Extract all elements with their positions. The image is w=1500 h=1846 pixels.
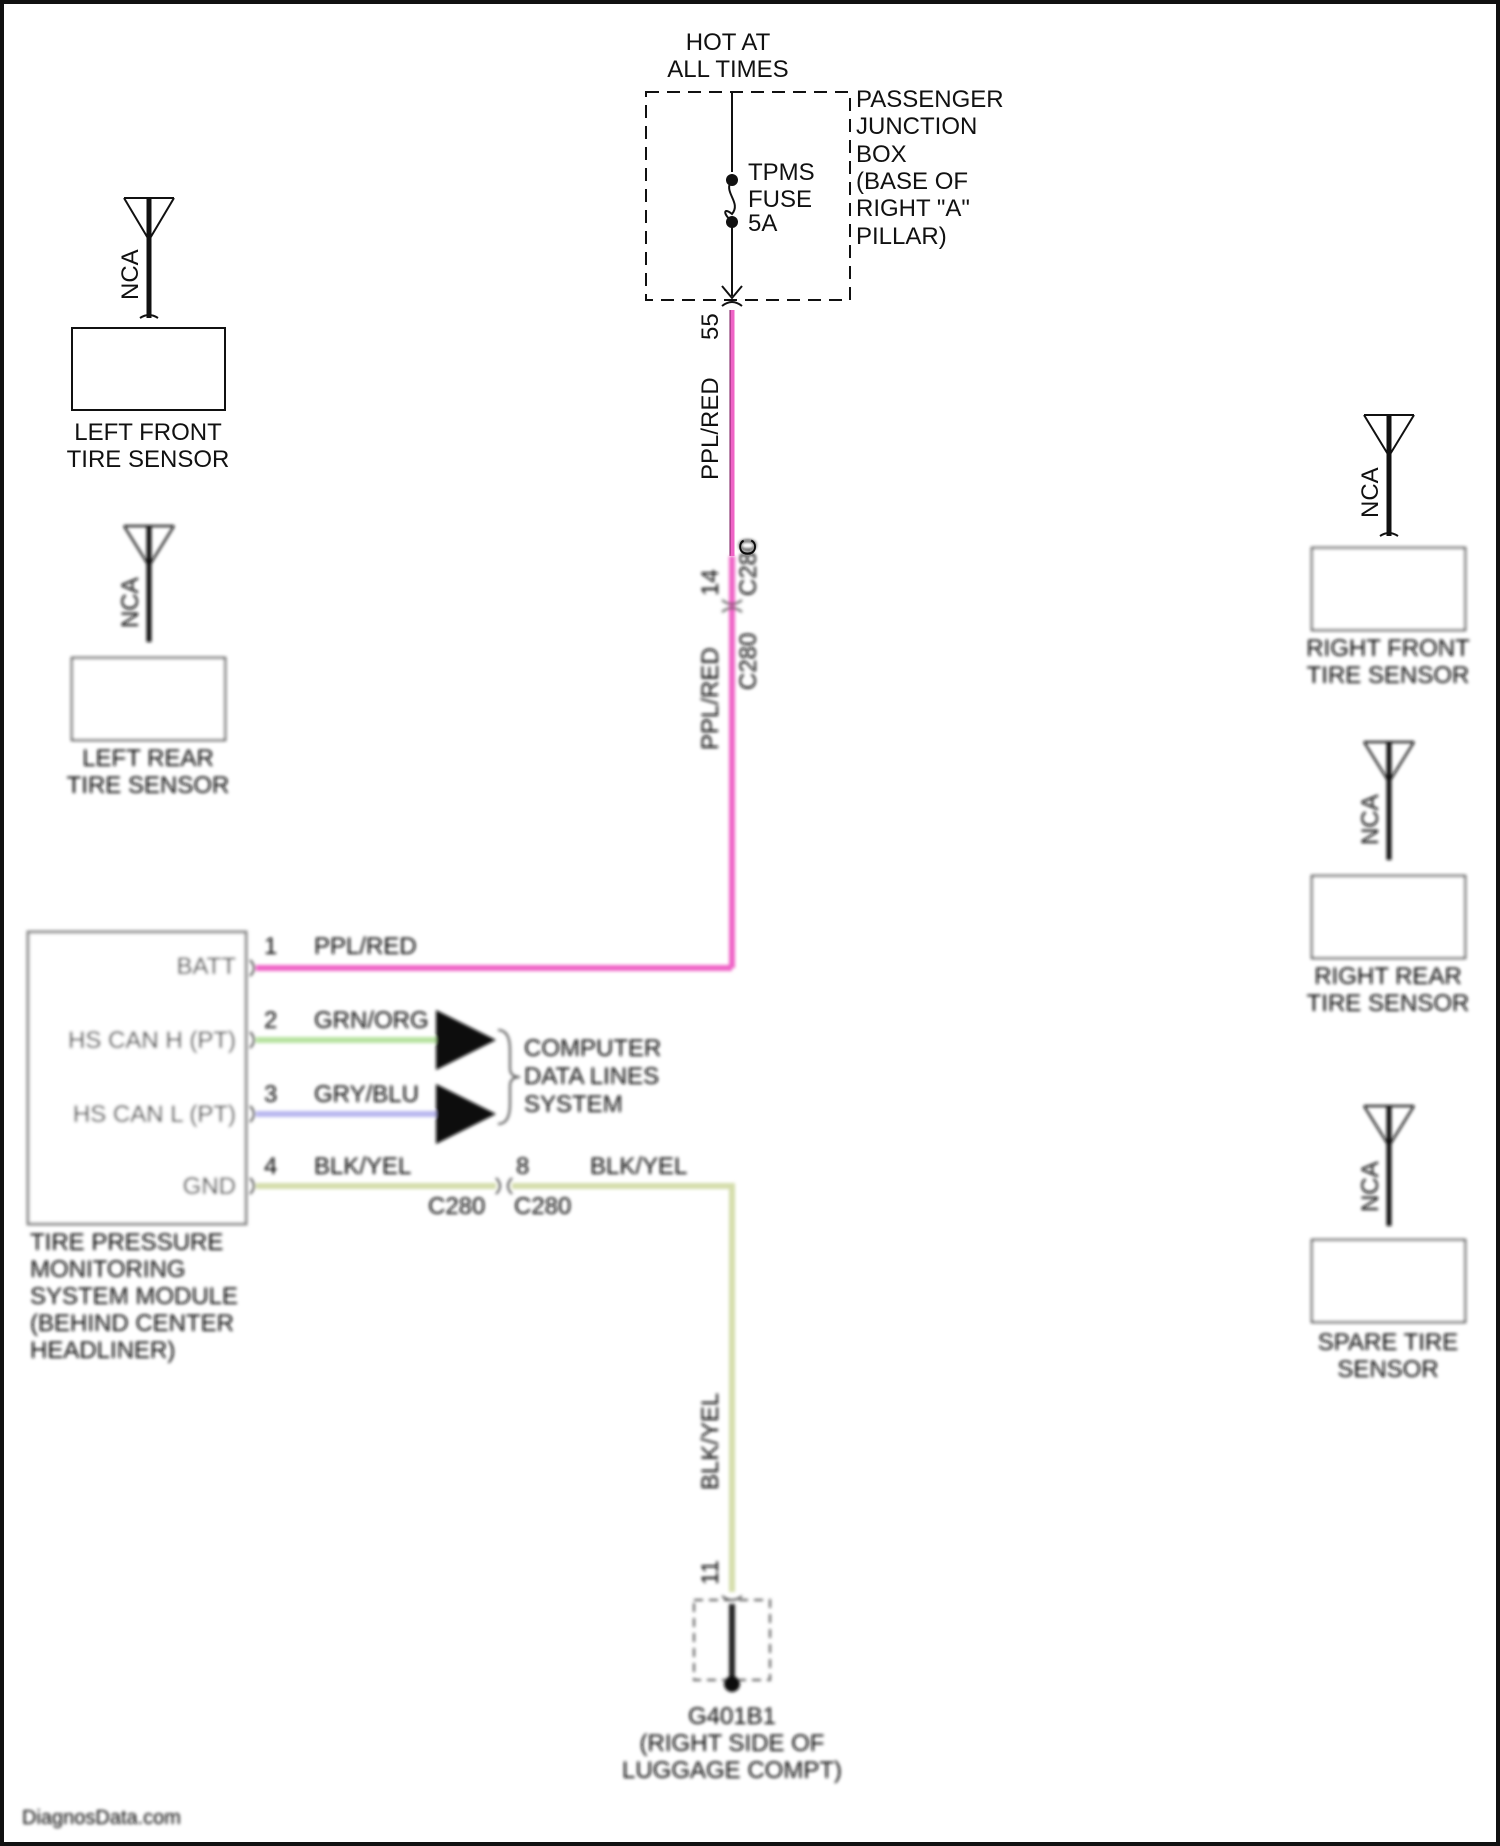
power-junction-box-2: BOX — [856, 141, 907, 168]
data-lines-label-3: SYSTEM — [524, 1091, 623, 1118]
watermark: DiagnosData.com — [22, 1807, 181, 1829]
tpms-module: TIRE PRESSURE MONITORING SYSTEM MODULE (… — [28, 932, 246, 1364]
nca-label: NCA — [1357, 1161, 1384, 1212]
pin-num-2: 2 — [264, 1007, 277, 1034]
pin-name-can-h: HS CAN H (PT) — [68, 1027, 236, 1054]
sensor-box — [72, 328, 225, 410]
power-junction-box-1: JUNCTION — [856, 113, 977, 140]
nca-label: NCA — [1357, 794, 1384, 845]
wire-label-can-l: GRY/BLU — [314, 1081, 419, 1108]
power-fuse-0: TPMS — [748, 159, 815, 186]
sensor-label-line1: LEFT REAR — [82, 745, 214, 772]
pin-num-4: 4 — [264, 1153, 277, 1180]
gnd-pin-8: 8 — [516, 1153, 529, 1180]
module-label-0: TIRE PRESSURE — [30, 1229, 223, 1256]
nca-label: NCA — [1357, 467, 1384, 518]
hot-label-line1: HOT AT — [686, 29, 771, 56]
pin-num-1: 1 — [264, 933, 277, 960]
splice-connector-upper: C280 — [735, 539, 762, 596]
data-lines-label-1: COMPUTER — [524, 1035, 661, 1062]
ground-point — [724, 1676, 740, 1692]
power-junction-box-3: (BASE OF — [856, 168, 968, 195]
power-junction-box-4: RIGHT "A" — [856, 195, 970, 222]
data-lines-label-2: DATA LINES — [524, 1063, 659, 1090]
module-label-4: HEADLINER) — [30, 1337, 175, 1364]
ground-label-3: LUGGAGE COMPT) — [622, 1757, 842, 1784]
splice-pin-14: 14 — [697, 569, 724, 596]
power-junction-box-5: PILLAR) — [856, 223, 947, 250]
power-fuse-2: 5A — [748, 210, 777, 237]
gnd-connector-right: C280 — [514, 1193, 571, 1220]
pin-55-label: 55 — [697, 313, 724, 340]
gnd-connector-left: C280 — [428, 1193, 485, 1220]
power-junction-box-0: PASSENGER — [856, 86, 1004, 113]
power-fuse-1: FUSE — [748, 186, 812, 213]
sensor-label-line2: TIRE SENSOR — [1307, 662, 1470, 689]
sensor-label-line1: RIGHT REAR — [1314, 963, 1462, 990]
right-front-sensor: RIGHT FRONT TIRE SENSOR — [1306, 548, 1470, 689]
gnd-vertical-wire-label: BLK/YEL — [697, 1393, 724, 1490]
module-label-2: SYSTEM MODULE — [30, 1283, 238, 1310]
wire-label-gnd: BLK/YEL — [314, 1153, 411, 1180]
pin-num-3: 3 — [264, 1081, 277, 1108]
ground-label-1: G401B1 — [688, 1703, 776, 1730]
splice-wire-upper: PPL/RED — [697, 647, 724, 750]
ground-label-2: (RIGHT SIDE OF — [640, 1730, 825, 1757]
sensor-label-line2: TIRE SENSOR — [67, 446, 230, 473]
splice-connector-upper-b: C280 — [735, 633, 762, 690]
pin-name-gnd: GND — [183, 1173, 236, 1200]
module-label-1: MONITORING — [30, 1256, 186, 1283]
sensor-label-line2: TIRE SENSOR — [67, 772, 230, 799]
sensor-label-line2: SENSOR — [1337, 1356, 1438, 1383]
wire-label-batt: PPL/RED — [314, 933, 417, 960]
sensor-label-line1: RIGHT FRONT — [1306, 635, 1470, 662]
ppl-red-wire-label: PPL/RED — [697, 377, 724, 480]
nca-label: NCA — [117, 577, 144, 628]
hot-label-line2: ALL TIMES — [667, 56, 788, 83]
gnd-wire-label-right: BLK/YEL — [590, 1153, 687, 1180]
sensor-label-line2: TIRE SENSOR — [1307, 990, 1470, 1017]
module-label-3: (BEHIND CENTER — [30, 1310, 234, 1337]
sensor-label-line1: LEFT FRONT — [74, 419, 222, 446]
pin-name-batt: BATT — [176, 953, 236, 980]
ground-pin-11: 11 — [697, 1560, 724, 1585]
sensor-label-line1: SPARE TIRE — [1318, 1329, 1458, 1356]
pin-name-can-l: HS CAN L (PT) — [73, 1101, 236, 1128]
wire-label-can-h: GRN/ORG — [314, 1007, 429, 1034]
nca-label: NCA — [117, 249, 144, 300]
